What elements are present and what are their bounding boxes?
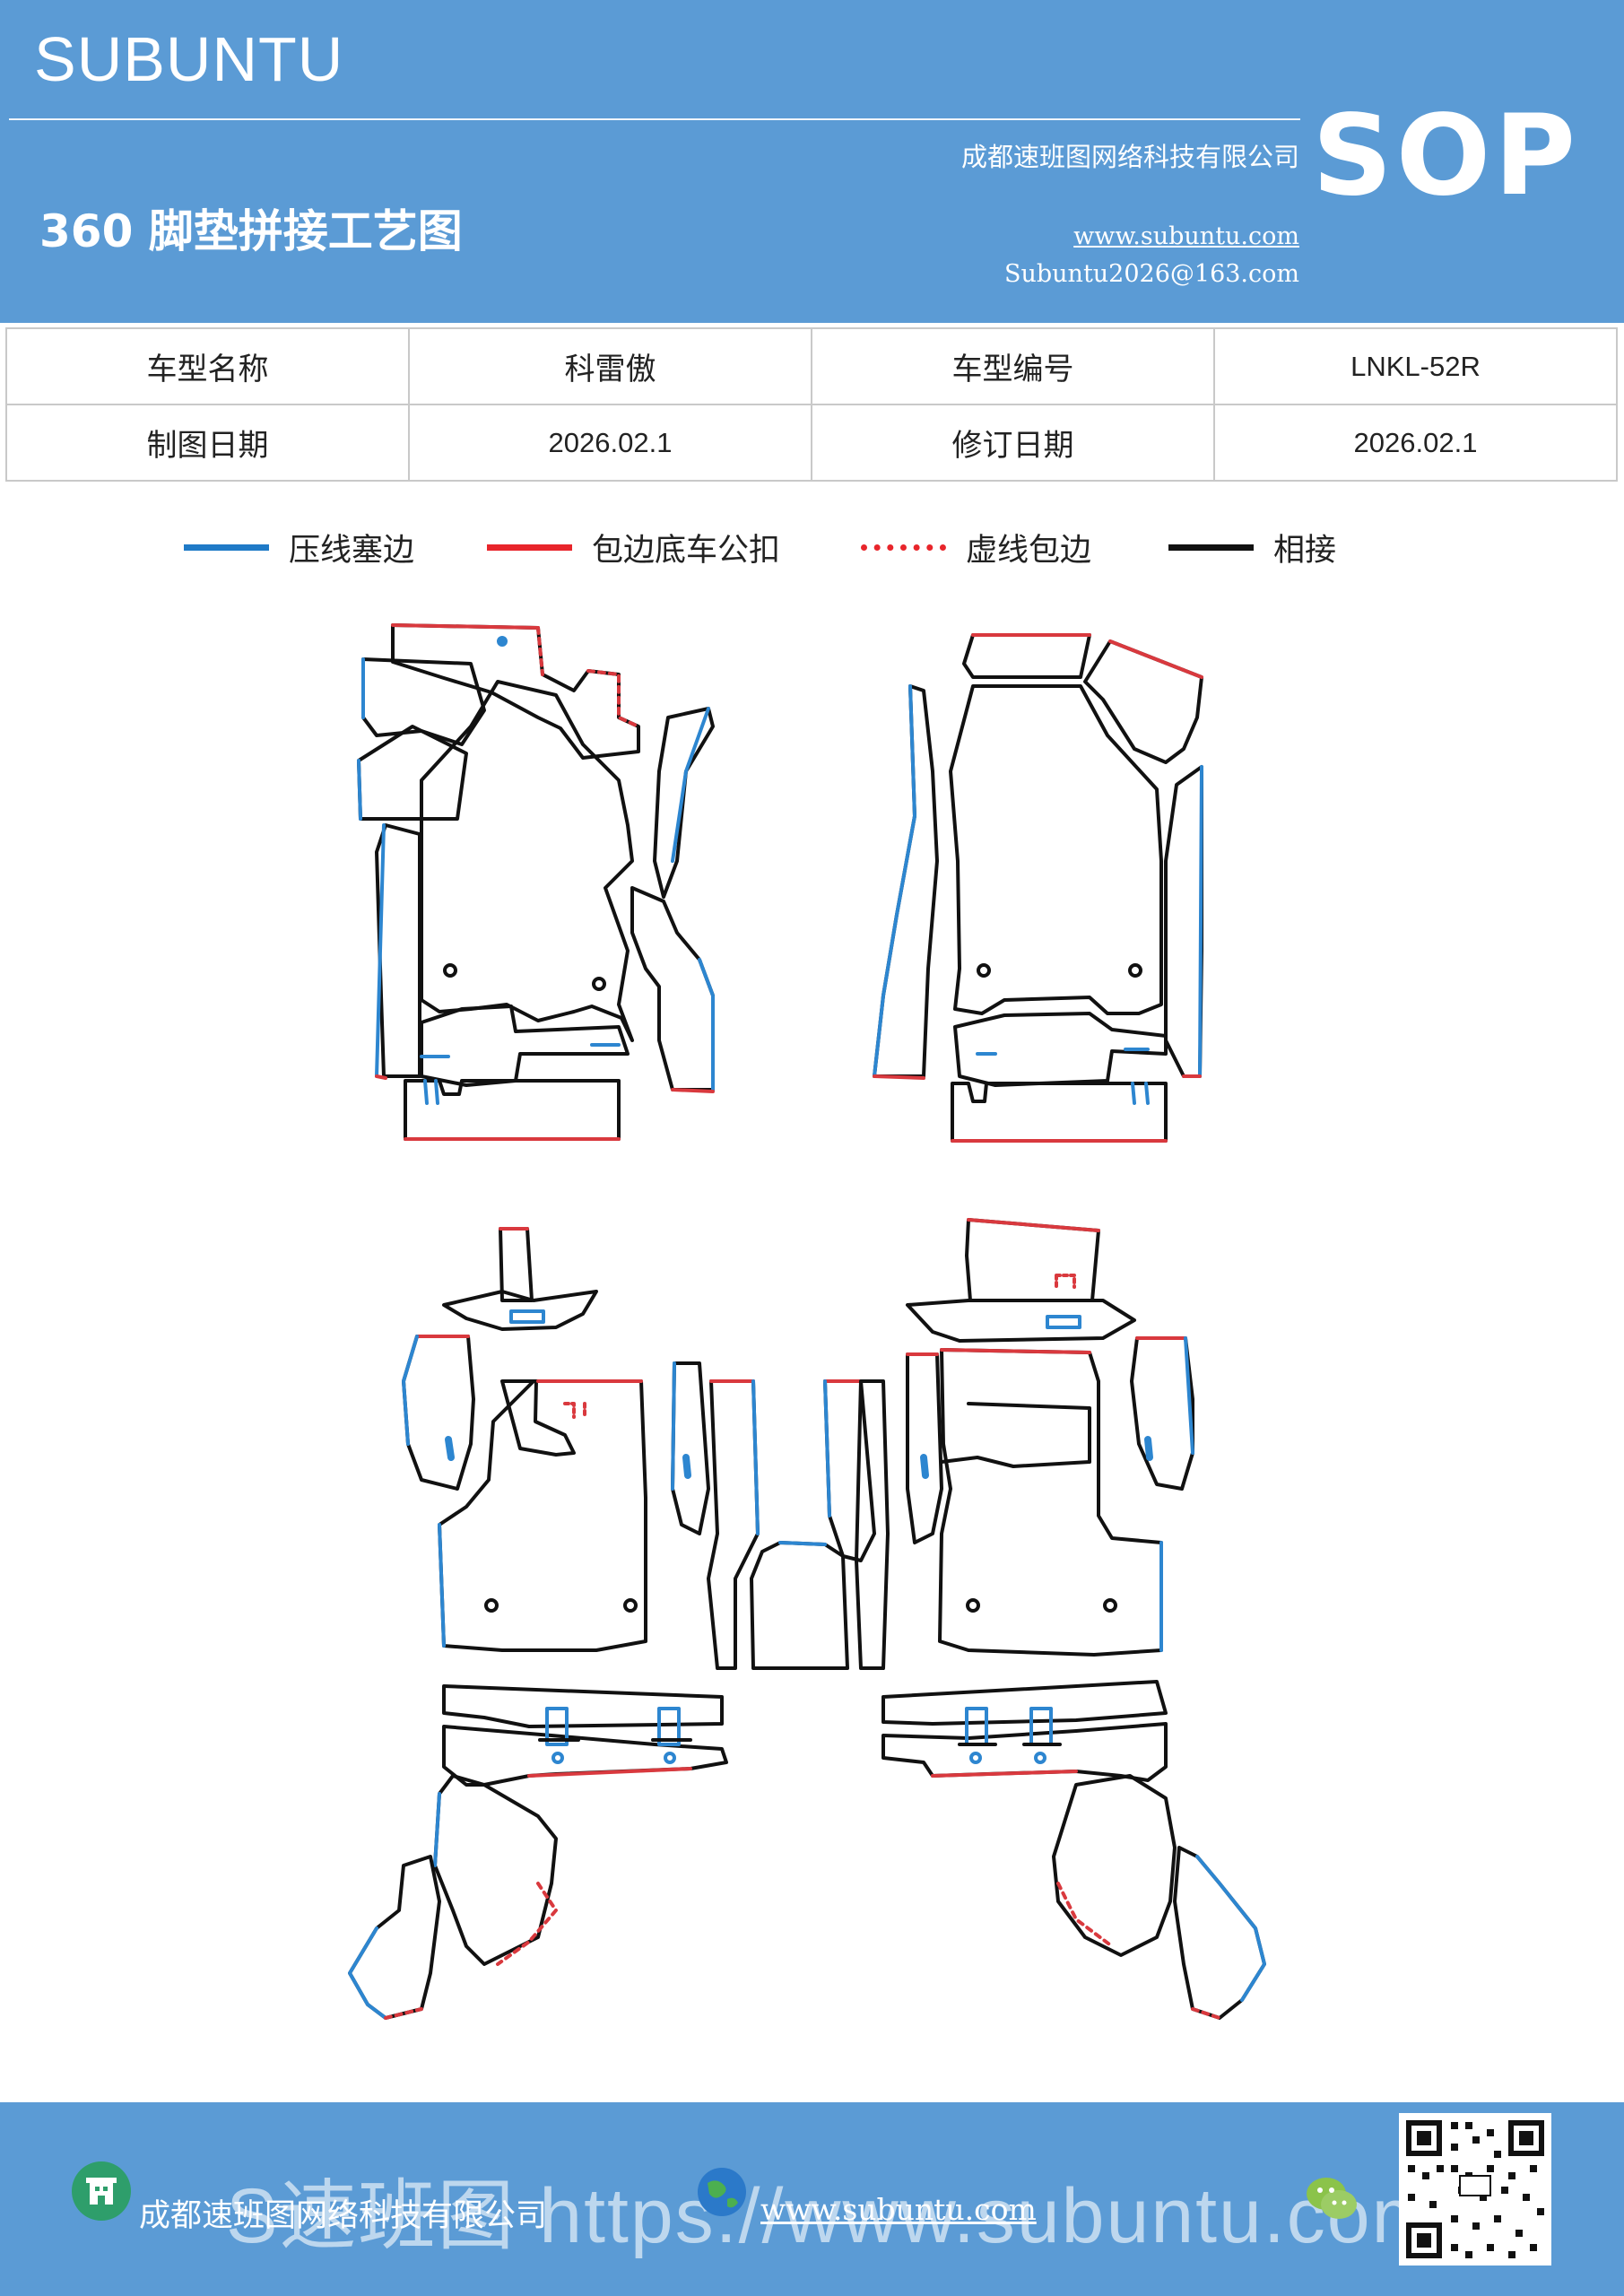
header-divider — [9, 118, 1300, 120]
legend-label: 相接 — [1273, 532, 1337, 569]
mat-rear-right — [881, 1218, 1266, 2020]
legend-swatch-blue — [184, 544, 269, 551]
mat-rear-left — [348, 1227, 760, 2020]
footer-company-name: 成都速班图网络科技有限公司 — [139, 2198, 548, 2234]
mat-front-right — [873, 633, 1203, 1143]
legend-item-dotted-edge: 虚线包边 — [861, 525, 1091, 570]
legend-label: 压线塞边 — [289, 532, 415, 569]
cell-value-drawing-date: 2026.02.1 — [408, 404, 812, 482]
cell-label-drawing-date: 制图日期 — [5, 404, 410, 482]
footer-banner: S速班图 https://www.subuntu.com 成都速班图网络科技有限… — [0, 2102, 1624, 2296]
document-title: 360 脚垫拼接工艺图 — [39, 205, 463, 257]
mat-front-left — [357, 623, 715, 1141]
edge-legend: 压线塞边 包边底车公扣 虚线包边 相接 — [0, 525, 1624, 570]
legend-item-press-edge: 压线塞边 — [184, 525, 414, 570]
website-link[interactable]: www.subuntu.com — [1073, 222, 1299, 250]
legend-label: 虚线包边 — [966, 532, 1092, 569]
cell-label-revision-date: 修订日期 — [811, 404, 1215, 482]
cell-label-model-code: 车型编号 — [811, 327, 1215, 405]
mat-rear-center — [750, 1379, 890, 1670]
legend-swatch-red — [487, 544, 572, 551]
company-name: 成都速班图网络科技有限公司 — [960, 142, 1299, 172]
table-row: 车型名称 科雷傲 车型编号 LNKL-52R — [5, 327, 1618, 405]
footer-website-link[interactable]: www.subuntu.com — [760, 2192, 1037, 2227]
legend-swatch-red-dotted — [861, 544, 946, 551]
wechat-icon — [1305, 2174, 1359, 2224]
header-banner: SUBUNTU 成都速班图网络科技有限公司 360 脚垫拼接工艺图 www.su… — [0, 0, 1624, 323]
legend-label: 包边底车公扣 — [592, 532, 781, 569]
table-row: 制图日期 2026.02.1 修订日期 2026.02.1 — [5, 404, 1618, 482]
vehicle-info-table: 车型名称 科雷傲 车型编号 LNKL-52R 制图日期 2026.02.1 修订… — [5, 327, 1618, 482]
qr-code[interactable] — [1399, 2113, 1551, 2266]
building-icon — [72, 2161, 131, 2221]
legend-swatch-black — [1168, 544, 1254, 551]
cell-value-revision-date: 2026.02.1 — [1213, 404, 1618, 482]
cell-label-model-name: 车型名称 — [5, 327, 410, 405]
sop-badge: SOP — [1312, 91, 1579, 221]
contact-email[interactable]: Subuntu2026@163.com — [1004, 260, 1299, 288]
cell-value-model-name: 科雷傲 — [408, 327, 812, 405]
legend-item-wrap-edge: 包边底车公扣 — [487, 525, 780, 570]
mat-drawing — [348, 623, 1266, 2020]
globe-icon — [695, 2165, 749, 2219]
watermark-text: S速班图 https://www.subuntu.com — [226, 2173, 1438, 2259]
cell-value-model-code: LNKL-52R — [1213, 327, 1618, 405]
brand-logo-text: SUBUNTU — [34, 24, 344, 94]
floor-mat-diagram — [0, 592, 1624, 2072]
legend-item-joined: 相接 — [1168, 525, 1336, 570]
